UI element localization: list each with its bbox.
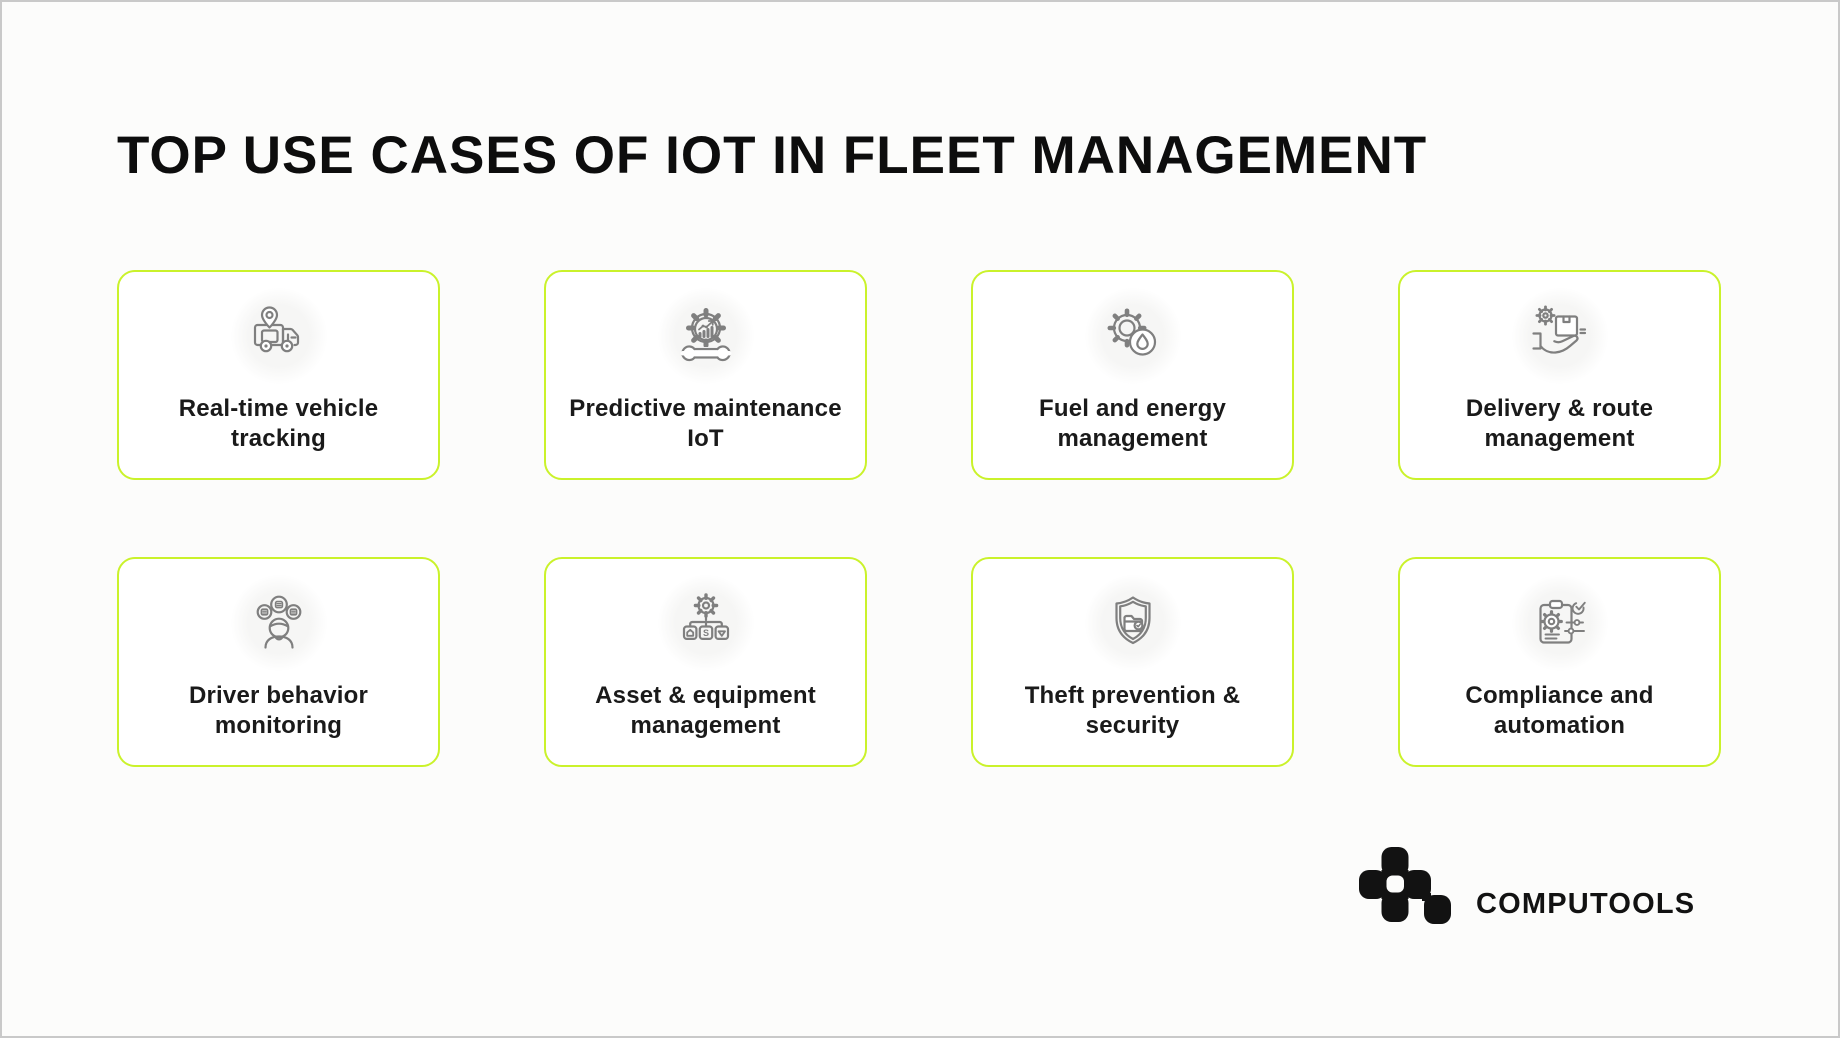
use-case-grid: Real-time vehicle tracking xyxy=(117,270,1721,767)
card-label: Asset & equipment management xyxy=(595,682,816,739)
computools-logo: COMPUTOOLS xyxy=(1359,847,1695,924)
icon-halo xyxy=(1084,575,1181,671)
gear-assets-hierarchy-icon: S xyxy=(682,593,729,640)
icon-halo xyxy=(230,288,327,384)
icon-halo xyxy=(230,575,327,671)
card-label: Driver behavior monitoring xyxy=(188,682,369,739)
driver-thoughts-icon xyxy=(256,595,301,649)
card-driver-behavior-monitoring: Driver behavior monitoring xyxy=(117,557,440,767)
icon-halo xyxy=(657,288,754,384)
hand-package-gear-icon xyxy=(1531,305,1586,354)
icon-halo xyxy=(1511,288,1608,384)
icon-halo xyxy=(1511,575,1608,671)
card-delivery-route-management: Delivery & route management xyxy=(1398,270,1721,480)
card-predictive-maintenance-iot: Predictive maintenance IoT xyxy=(544,270,867,480)
page-title: TOP USE CASES OF IOT IN FLEET MANAGEMENT xyxy=(117,126,1428,185)
card-real-time-vehicle-tracking: Real-time vehicle tracking xyxy=(117,270,440,480)
computools-logo-mark-icon xyxy=(1359,847,1451,924)
icon-halo xyxy=(1084,288,1181,384)
card-fuel-energy-management: Fuel and energy management xyxy=(971,270,1294,480)
card-asset-equipment-management: S Asset & equipment management xyxy=(544,557,867,767)
computools-brand-text: COMPUTOOLS xyxy=(1476,888,1696,920)
card-theft-prevention-security: Theft prevention & security xyxy=(971,557,1294,767)
card-label: Compliance and automation xyxy=(1465,682,1654,739)
icon-halo: S xyxy=(657,575,754,671)
card-label: Real-time vehicle tracking xyxy=(178,395,379,452)
gear-fuel-drop-icon xyxy=(1107,308,1156,356)
card-compliance-automation: Compliance and automation xyxy=(1398,557,1721,767)
truck-location-pin-icon xyxy=(253,306,299,353)
svg-text:S: S xyxy=(702,628,708,638)
card-label: Delivery & route management xyxy=(1465,395,1654,452)
clipboard-gear-checklist-icon xyxy=(1538,599,1586,644)
shield-folder-icon xyxy=(1114,596,1151,645)
card-label: Theft prevention & security xyxy=(1024,682,1241,739)
card-label: Predictive maintenance IoT xyxy=(569,395,842,452)
gear-wrench-analytics-icon xyxy=(680,308,731,362)
card-label: Fuel and energy management xyxy=(1038,395,1227,452)
